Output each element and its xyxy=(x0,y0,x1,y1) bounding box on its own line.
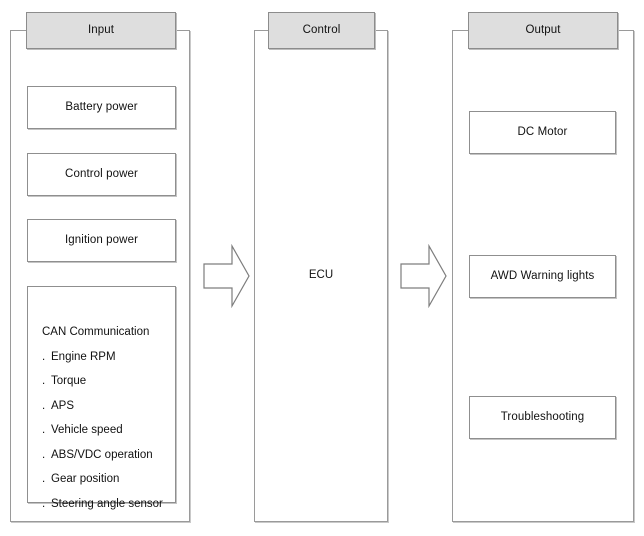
bullet-dot-icon: . xyxy=(42,375,46,387)
list-item-label: Torque xyxy=(51,375,87,387)
list-item-label: APS xyxy=(51,399,75,412)
ecu-label: ECU xyxy=(308,269,334,281)
header-label-control: Control xyxy=(302,23,341,36)
list-item[interactable]: . APS xyxy=(42,399,169,413)
list-item[interactable]: . Vehicle speed xyxy=(42,424,169,437)
list-item-label: ABS/VDC operation xyxy=(51,448,153,461)
item-label-awd-warning-lights: AWD Warning lights xyxy=(490,269,595,282)
item-box-control-power[interactable]: Control power xyxy=(27,153,176,196)
arrow-input-to-control-icon xyxy=(203,244,251,308)
bullet-dot-icon: . xyxy=(42,424,46,436)
bullet-dot-icon: . xyxy=(42,473,46,485)
header-box-input[interactable]: Input xyxy=(26,12,176,49)
list-item-label: Engine RPM xyxy=(51,350,116,363)
header-label-input: Input xyxy=(87,23,115,36)
list-item[interactable]: . ABS/VDC operation xyxy=(42,448,169,462)
header-box-control[interactable]: Control xyxy=(268,12,375,49)
list-item[interactable]: . Steering angle sensor xyxy=(42,497,169,511)
item-label-ignition-power: Ignition power xyxy=(65,233,138,246)
item-label-battery-power: Battery power xyxy=(65,100,138,113)
item-box-battery-power[interactable]: Battery power xyxy=(27,86,176,129)
header-box-output[interactable]: Output xyxy=(468,12,618,49)
list-item-label: Steering angle sensor xyxy=(51,497,163,510)
can-list-title: CAN Communication xyxy=(42,326,150,338)
item-box-awd-warning-lights[interactable]: AWD Warning lights xyxy=(469,255,616,298)
item-label-control-power: Control power xyxy=(65,167,138,180)
bullet-dot-icon: . xyxy=(42,448,46,461)
item-label-troubleshooting: Troubleshooting xyxy=(500,410,585,423)
item-box-ignition-power[interactable]: Ignition power xyxy=(27,219,176,262)
arrow-control-to-output-icon xyxy=(400,244,448,308)
bullet-dot-icon: . xyxy=(42,399,46,412)
list-box-can-communication[interactable]: CAN Communication . Engine RPM . Torque . A… xyxy=(27,286,176,509)
column-frame-control xyxy=(254,30,388,522)
item-label-dc-motor: DC Motor xyxy=(517,125,568,138)
item-box-dc-motor[interactable]: DC Motor xyxy=(469,111,616,154)
list-item[interactable]: . Gear position xyxy=(42,473,169,486)
bullet-dot-icon: . xyxy=(42,497,46,510)
list-item[interactable]: . Engine RPM xyxy=(42,350,169,364)
can-list-inner: CAN Communication . Engine RPM . Torque . A… xyxy=(42,326,169,511)
list-item[interactable]: . Torque xyxy=(42,375,169,388)
list-item-label: Vehicle speed xyxy=(51,424,123,436)
header-label-output: Output xyxy=(525,23,561,36)
bullet-dot-icon: . xyxy=(42,350,46,363)
item-box-troubleshooting[interactable]: Troubleshooting xyxy=(469,396,616,439)
list-item-label: Gear position xyxy=(51,473,120,485)
